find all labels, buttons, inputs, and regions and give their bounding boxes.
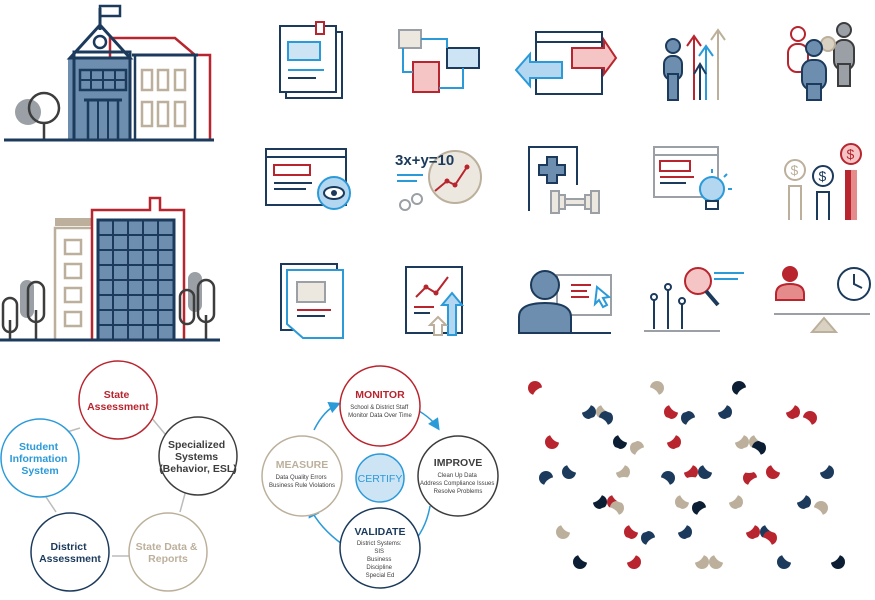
group-icon — [787, 22, 855, 101]
molecule-ring — [532, 387, 558, 413]
molecule-ring — [634, 387, 660, 413]
district-assessment-label: District Assessment — [39, 541, 101, 565]
idea-browser-icon — [653, 146, 732, 210]
data-sources-diagram: State Assessment Specialized Systems (Be… — [0, 360, 238, 592]
molecule-ring — [634, 447, 660, 473]
molecule-ring — [747, 537, 773, 563]
validate-title: VALIDATE — [355, 526, 406, 538]
analytics-search-icon — [644, 267, 744, 332]
equation-chart-icon: 3x+y=10 — [395, 150, 482, 211]
molecule-ring — [753, 417, 779, 443]
specialized-systems-label: Specialized Systems (Behavior, ESL) — [159, 439, 237, 475]
molecule-ring — [566, 447, 592, 473]
molecule-ring — [617, 417, 643, 443]
molecule-ring — [668, 387, 694, 413]
molecule-pattern — [528, 381, 845, 569]
state-assessment-node — [78, 360, 158, 440]
molecule-ring — [804, 447, 830, 473]
molecule-ring — [600, 447, 626, 473]
molecule-ring — [713, 537, 739, 563]
molecule-ring — [781, 537, 807, 563]
svg-text:$: $ — [819, 168, 827, 184]
documents-stack-icon — [280, 263, 344, 339]
molecule-ring — [719, 417, 745, 443]
molecule-ring — [730, 507, 756, 533]
measure-node — [261, 435, 343, 517]
molecule-ring — [679, 537, 705, 563]
improve-title: IMPROVE — [434, 457, 482, 469]
molecule-ring — [764, 507, 790, 533]
molecule-ring — [736, 387, 762, 413]
improve-desc: Clean Up Data Address Compliance Issues … — [420, 473, 496, 495]
school-building-icon — [4, 4, 214, 142]
svg-text:$: $ — [791, 162, 799, 178]
molecule-ring — [577, 477, 603, 503]
molecule-ring — [600, 387, 626, 413]
state-assessment-label: State Assessment — [87, 389, 149, 413]
molecule-ring — [787, 417, 813, 443]
balance-time-icon — [774, 266, 871, 333]
molecule-ring — [713, 477, 739, 503]
monitor-node — [339, 365, 421, 447]
molecule-ring — [611, 537, 637, 563]
molecule-ring — [628, 507, 654, 533]
molecule-ring — [696, 507, 722, 533]
molecule-ring — [781, 477, 807, 503]
validate-node — [339, 507, 421, 589]
improve-node — [417, 435, 499, 517]
state-data-reports-node — [128, 512, 208, 592]
molecule-ring — [747, 477, 773, 503]
validate-desc: District Systems: SIS Business Disciplin… — [357, 541, 403, 579]
molecule-ring — [736, 447, 762, 473]
molecule-ring — [685, 417, 711, 443]
city-buildings-icon — [0, 196, 220, 342]
user-presentation-icon — [518, 270, 612, 334]
certify-node — [355, 453, 405, 503]
monitor-title: MONITOR — [355, 389, 405, 401]
growth-people-icon — [663, 28, 726, 101]
molecule-ring — [770, 447, 796, 473]
monitor-desc: School & District Staff Monitor Data Ove… — [348, 405, 412, 419]
molecule-ring — [651, 417, 677, 443]
chart-growth-icon — [405, 266, 465, 336]
molecule-ring — [549, 417, 575, 443]
dollar-growth-icon: $ $ $ — [784, 143, 862, 220]
molecule-ring — [543, 477, 569, 503]
molecule-ring — [702, 447, 728, 473]
data-quality-cycle: MONITOR School & District Staff Monitor … — [261, 365, 499, 589]
molecule-ring — [662, 507, 688, 533]
measure-desc: Data Quality Errors Business Rule Violat… — [269, 475, 335, 489]
student-information-system-node — [0, 418, 80, 498]
molecule-ring — [566, 387, 592, 413]
workflow-icon — [398, 29, 480, 93]
molecule-ring — [560, 507, 586, 533]
exchange-arrows-icon — [514, 31, 618, 95]
molecule-ring — [798, 507, 824, 533]
molecule-ring — [577, 537, 603, 563]
browser-eye-icon — [265, 148, 351, 210]
molecule-ring — [645, 477, 671, 503]
state-data-reports-label: State Data & Reports — [136, 541, 201, 565]
student-information-system-label: Student Information System — [10, 441, 71, 477]
molecule-ring — [770, 387, 796, 413]
molecule-ring — [594, 507, 620, 533]
molecule-ring — [645, 537, 671, 563]
molecule-ring — [668, 447, 694, 473]
molecule-ring — [679, 477, 705, 503]
certify-label: CERTIFY — [358, 473, 403, 485]
molecule-ring — [815, 537, 841, 563]
molecule-ring — [702, 387, 728, 413]
specialized-systems-node — [158, 416, 238, 496]
district-assessment-node — [30, 512, 110, 592]
equation-text: 3x+y=10 — [395, 152, 454, 169]
document-icon — [279, 21, 343, 99]
molecule-ring — [583, 417, 609, 443]
molecule-ring — [611, 477, 637, 503]
svg-text:$: $ — [847, 146, 855, 162]
measure-title: MEASURE — [276, 459, 329, 471]
health-fitness-icon — [528, 146, 600, 214]
